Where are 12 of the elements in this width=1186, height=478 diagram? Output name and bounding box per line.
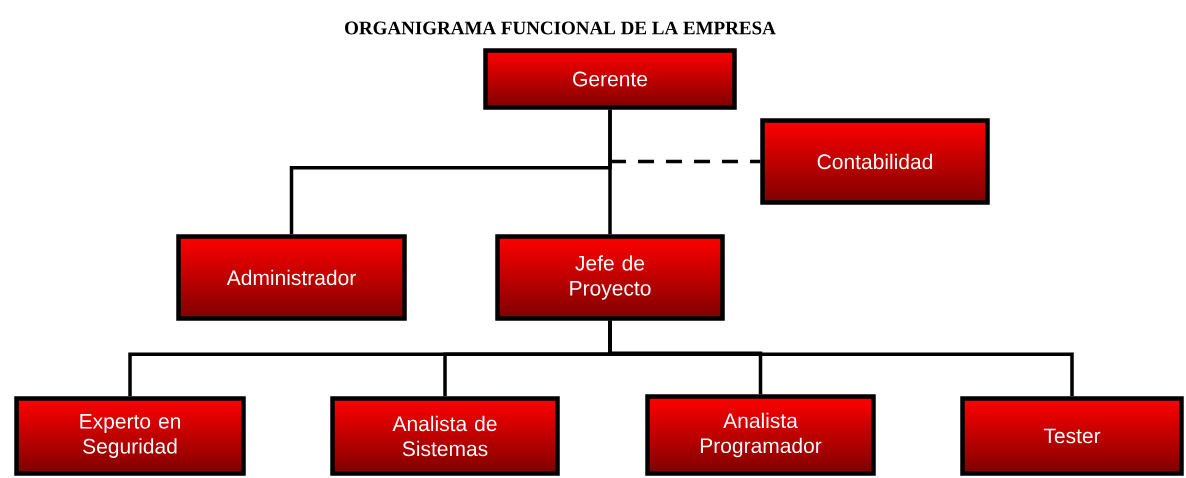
role-box: Contabilidad — [760, 118, 990, 205]
title: ORGANIGRAMA FUNCIONAL DE LA EMPRESA — [345, 21, 776, 35]
role-box: Jefe de Proyecto — [495, 234, 725, 321]
role-box: Analista de Sistemas — [330, 396, 560, 476]
connector — [608, 109, 612, 235]
role-box: Tester — [960, 396, 1184, 476]
role-box: Administrador — [176, 234, 407, 321]
role-box: Experto en Seguridad — [14, 396, 246, 476]
role-box: Analista Programador — [645, 394, 876, 476]
connector — [608, 320, 1074, 397]
role-box: Gerente — [483, 48, 737, 110]
connector — [610, 159, 761, 164]
